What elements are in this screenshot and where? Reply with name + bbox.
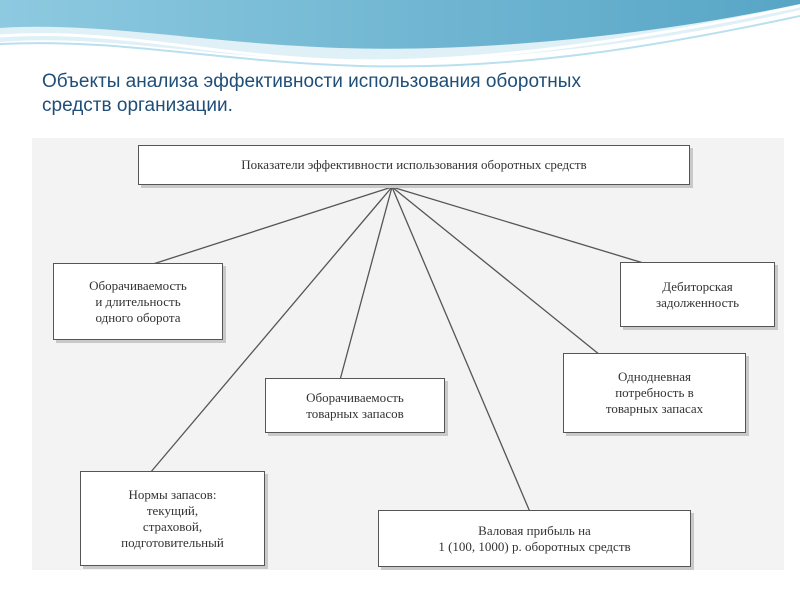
- node-daily-need: Однодневная потребность в товарных запас…: [563, 353, 746, 433]
- node-turnover-line-2: и длительность: [95, 293, 181, 309]
- node-stock-norms: Нормы запасов: текущий, страховой, подго…: [80, 471, 265, 566]
- connector-daily-need: [391, 186, 601, 356]
- slide-title-line-2: средств организации.: [42, 95, 233, 116]
- node-receivables: Дебиторская задолженность: [620, 262, 775, 327]
- node-daily-need-line-2: потребность в: [615, 385, 694, 400]
- node-stock-norms-line-3: страховой,: [142, 518, 203, 534]
- decorative-wave-banner: [0, 0, 800, 75]
- node-turnover-line-1: Оборачиваемость: [89, 277, 187, 293]
- node-turnover: Оборачиваемость и длительность одного об…: [53, 263, 223, 340]
- node-inventory-turnover-line-1: Оборачиваемость: [306, 389, 404, 405]
- slide-title: Объекты анализа эффективности использова…: [42, 70, 772, 118]
- node-gross-profit-line-1: Валовая прибыль на: [478, 522, 591, 538]
- connector-stock-norms: [149, 186, 393, 474]
- node-gross-profit-line-2: 1 (100, 1000) р. оборотных средств: [438, 538, 631, 554]
- root-box: Показатели эффективности использования о…: [138, 145, 690, 185]
- node-daily-need-line-1: Однодневная: [617, 369, 692, 384]
- node-stock-norms-line-1: Нормы запасов:: [128, 486, 217, 502]
- node-stock-norms-line-4: подготовительный: [121, 534, 224, 550]
- connector-gross-profit: [391, 186, 531, 513]
- node-receivables-line-1: Дебиторская: [662, 278, 733, 294]
- connector-inventory-turnover: [339, 186, 393, 381]
- node-daily-need-line-3: товарных запасах: [605, 401, 704, 416]
- root-label: Показатели эффективности использования о…: [241, 157, 587, 172]
- node-inventory-turnover: Оборачиваемость товарных запасов: [265, 378, 445, 433]
- node-receivables-line-2: задолженность: [655, 294, 740, 310]
- connector-turnover: [149, 186, 393, 266]
- slide-title-line-1: Объекты анализа эффективности использова…: [42, 71, 581, 92]
- connector-receivables: [391, 186, 651, 266]
- node-inventory-turnover-line-2: товарных запасов: [306, 405, 404, 421]
- node-gross-profit: Валовая прибыль на 1 (100, 1000) р. обор…: [378, 510, 691, 567]
- node-turnover-line-3: одного оборота: [95, 309, 181, 325]
- node-stock-norms-line-2: текущий,: [146, 502, 199, 518]
